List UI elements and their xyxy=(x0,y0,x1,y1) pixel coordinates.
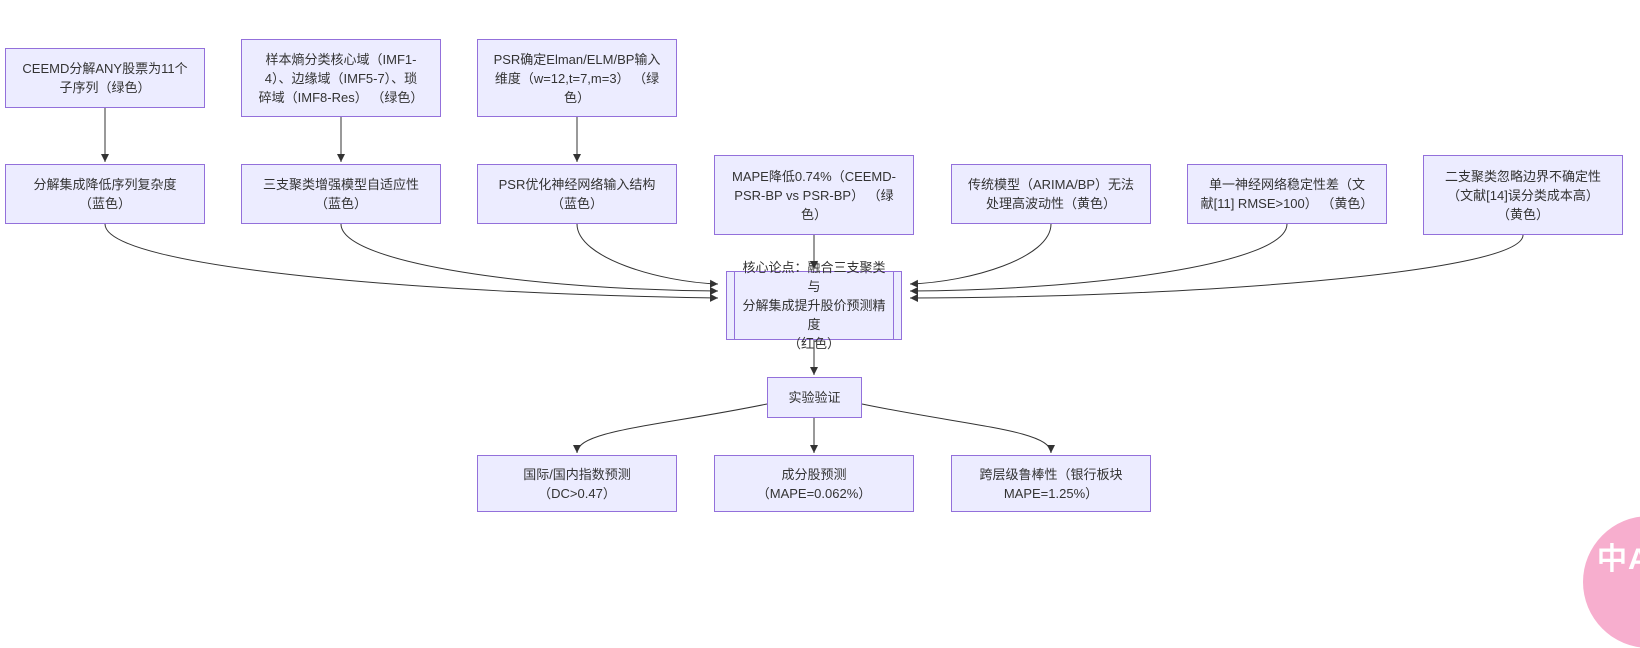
translate-widget-button[interactable]: 中A xyxy=(1583,516,1640,648)
edge-twoway-core xyxy=(909,234,1524,302)
subroutine-border-left xyxy=(734,272,735,339)
edge-experiment-indexpred xyxy=(573,403,768,454)
node-robustness: 跨层级鲁棒性（银行板块 MAPE=1.25%） xyxy=(951,455,1151,512)
node-mape-improvement: MAPE降低0.74%（CEEMD- PSR-BP vs PSR-BP） （绿 … xyxy=(714,155,914,235)
edge-traditional-core xyxy=(909,223,1052,288)
translate-icon: 中A xyxy=(1597,543,1640,576)
node-experiment-validation: 实验验证 xyxy=(767,377,862,418)
edge-experiment-robustness xyxy=(861,403,1055,454)
node-index-prediction: 国际/国内指数预测 （DC>0.47） xyxy=(477,455,677,512)
node-adaptive: 三支聚类增强模型自适应性 （蓝色） xyxy=(241,164,441,224)
node-stock-prediction: 成分股预测 （MAPE=0.062%） xyxy=(714,455,914,512)
node-core-thesis: 核心论点：融合三支聚类与 分解集成提升股价预测精度 （红色） xyxy=(726,260,902,351)
subroutine-border-right xyxy=(893,272,894,339)
node-entropy: 样本熵分类核心域（IMF1- 4）、边缘域（IMF5-7）、琐 碎域（IMF8-… xyxy=(241,39,441,117)
node-input-structure: PSR优化神经网络输入结构 （蓝色） xyxy=(477,164,677,224)
edge-inputstruct-core xyxy=(576,223,719,288)
node-psr-dimension: PSR确定Elman/ELM/BP输入 维度（w=12,t=7,m=3） （绿 … xyxy=(477,39,677,117)
node-ceemd: CEEMD分解ANY股票为11个 子序列（绿色） xyxy=(5,48,205,108)
node-traditional-model: 传统模型（ARIMA/BP）无法 处理高波动性（黄色） xyxy=(951,164,1151,224)
edge-singlenn-core xyxy=(909,223,1288,295)
edge-complexity-core xyxy=(104,223,719,302)
node-complexity: 分解集成降低序列复杂度 （蓝色） xyxy=(5,164,205,224)
edge-adaptive-core xyxy=(340,223,719,295)
node-two-way-clustering: 二支聚类忽略边界不确定性 （文献[14]误分类成本高） （黄色） xyxy=(1423,155,1623,235)
node-single-nn: 单一神经网络稳定性差（文 献[11] RMSE>100） （黄色） xyxy=(1187,164,1387,224)
core-thesis-label: 核心论点：融合三支聚类与 分解集成提升股价预测精度 （红色） xyxy=(742,260,886,351)
